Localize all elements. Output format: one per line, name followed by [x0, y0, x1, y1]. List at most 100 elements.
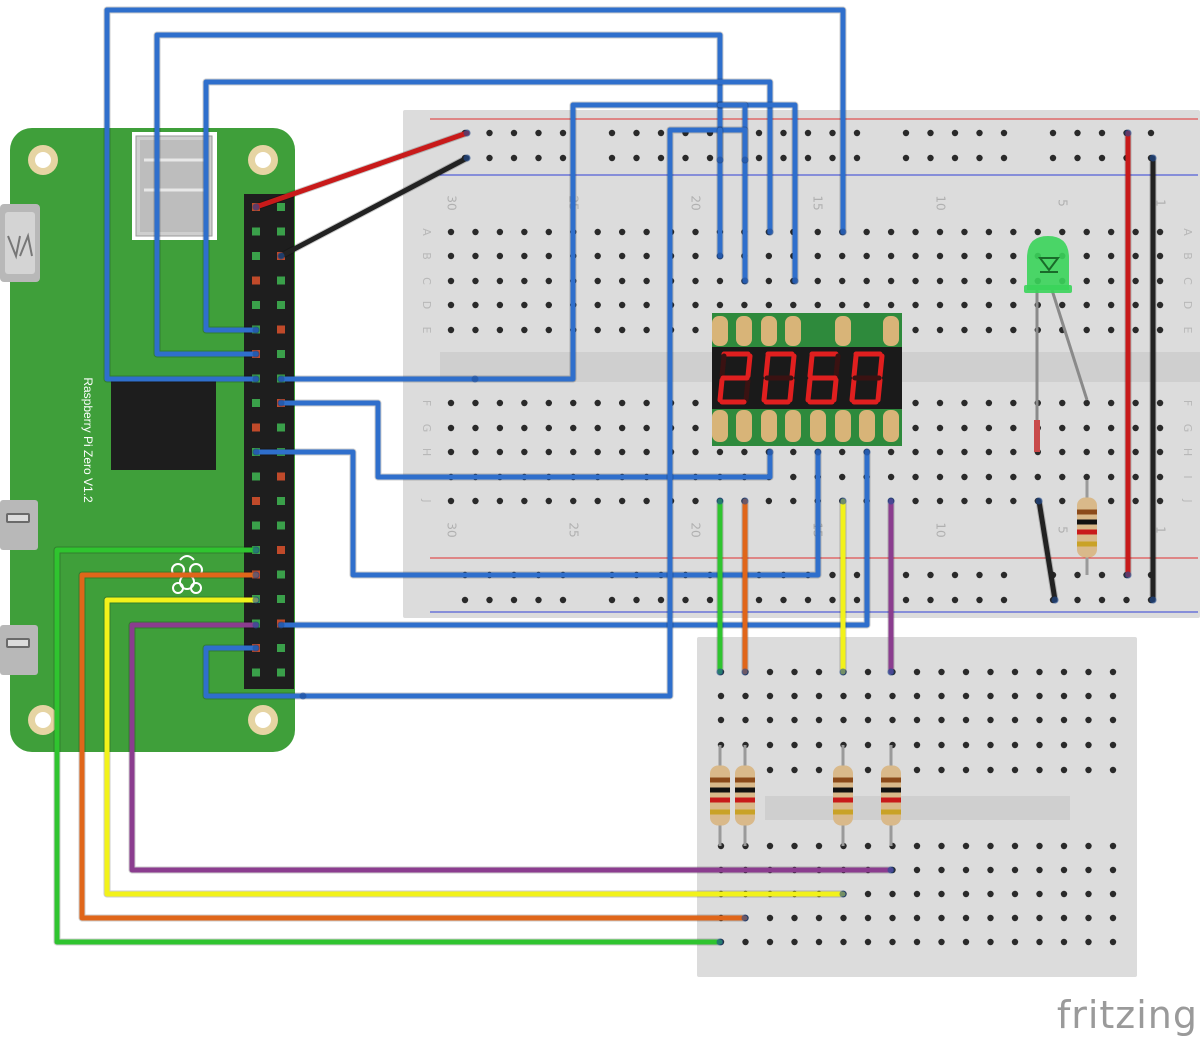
row-letter-left: C — [420, 277, 433, 285]
gpio-pin — [277, 203, 285, 211]
half-breadboard-hole — [1060, 842, 1068, 850]
rail-hole — [755, 596, 763, 604]
breadboard-hole — [1107, 497, 1115, 505]
half-breadboard-hole — [864, 668, 872, 676]
half-breadboard-hole — [889, 692, 896, 700]
breadboard-hole — [790, 448, 797, 456]
half-breadboard-hole — [913, 842, 921, 850]
column-number-top: 20 — [689, 195, 703, 210]
breadboard-hole — [472, 301, 479, 309]
wire-endpoint — [741, 156, 749, 164]
half-breadboard-hole — [913, 866, 921, 874]
wire-endpoint — [1124, 571, 1132, 579]
half-breadboard-hole — [1036, 842, 1043, 850]
micro-usb-port — [0, 625, 38, 675]
rail-hole — [633, 596, 640, 604]
display-pad — [712, 316, 728, 346]
breadboard-hole — [447, 228, 455, 236]
breadboard-hole — [1010, 326, 1017, 334]
display-digit — [717, 351, 753, 405]
half-breadboard-hole — [1060, 668, 1068, 676]
half-breadboard-hole — [791, 668, 798, 676]
half-breadboard-hole — [1011, 668, 1019, 676]
rail-hole — [657, 129, 665, 137]
half-breadboard-hole — [962, 914, 970, 922]
breadboard-hole — [716, 301, 724, 309]
half-breadboard-hole — [717, 716, 725, 724]
gpio-pin — [277, 497, 285, 505]
breadboard-hole — [814, 228, 821, 236]
gpio-header — [244, 194, 294, 689]
rail-hole — [755, 154, 763, 162]
rail-hole — [510, 129, 518, 137]
gpio-pin — [277, 595, 285, 603]
breadboard-hole — [496, 448, 504, 456]
half-breadboard-hole — [1060, 741, 1068, 749]
half-breadboard-hole — [1085, 668, 1092, 676]
rail-hole — [780, 596, 787, 604]
half-breadboard-hole — [938, 716, 945, 724]
rail-hole — [780, 154, 787, 162]
wire-endpoint — [277, 399, 285, 407]
breadboard-hole — [643, 277, 650, 285]
breadboard-hole — [594, 252, 601, 260]
breadboard-hole — [1107, 228, 1115, 236]
segment — [875, 377, 883, 403]
segment — [719, 353, 727, 379]
resistor — [735, 745, 755, 846]
half-breadboard-hole — [815, 842, 823, 850]
breadboard-hole — [594, 228, 601, 236]
rail-hole — [951, 596, 959, 604]
resistor — [833, 745, 853, 846]
segment — [877, 353, 885, 379]
column-number-top: 15 — [811, 195, 825, 210]
segment — [807, 353, 815, 379]
segment — [717, 377, 725, 403]
half-breadboard-hole — [791, 938, 798, 946]
breadboard-hole — [961, 448, 968, 456]
rail-hole — [608, 596, 616, 604]
half-breadboard-hole — [987, 741, 994, 749]
half-breadboard-hole — [913, 692, 921, 700]
rail-hole — [1147, 129, 1155, 137]
resistors — [710, 480, 1097, 846]
breadboard-hole — [912, 277, 919, 285]
breadboard-hole — [936, 497, 944, 505]
blue-wire — [717, 102, 748, 284]
rail-hole — [1098, 129, 1106, 137]
breadboard-hole — [643, 252, 650, 260]
display-pad — [785, 410, 801, 442]
breadboard-hole — [1156, 277, 1164, 285]
half-breadboard-hole — [962, 716, 970, 724]
breadboard-hole — [936, 473, 944, 481]
half-breadboard-hole — [987, 914, 994, 922]
breadboard-hole — [961, 473, 968, 481]
breadboard-hole — [936, 228, 944, 236]
wire-endpoint — [1035, 497, 1043, 505]
breadboard-hole — [839, 473, 846, 481]
gpio-pin — [252, 423, 260, 432]
breadboard-hole — [961, 424, 968, 432]
wire-endpoint — [463, 129, 471, 137]
breadboard-hole — [643, 326, 650, 334]
rail-hole — [927, 571, 934, 579]
rail-hole — [510, 596, 518, 604]
half-breadboard-hole — [766, 668, 774, 676]
wire-endpoint — [1149, 154, 1157, 162]
breadboard-hole — [521, 228, 528, 236]
half-breadboard-hole — [1060, 692, 1068, 700]
display-pad — [761, 316, 777, 346]
segment — [745, 353, 753, 379]
breadboard-hole — [961, 252, 968, 260]
breadboard-hole — [1156, 252, 1164, 260]
half-breadboard-hole — [962, 766, 970, 774]
mini-hdmi-port — [0, 204, 40, 282]
rail-hole — [951, 571, 959, 579]
rail-hole — [461, 596, 469, 604]
breadboard-hole — [912, 424, 919, 432]
breadboard-hole — [887, 277, 895, 285]
half-breadboard-hole — [840, 692, 847, 700]
gpio-pin — [277, 276, 285, 285]
half-breadboard-hole — [1011, 842, 1019, 850]
